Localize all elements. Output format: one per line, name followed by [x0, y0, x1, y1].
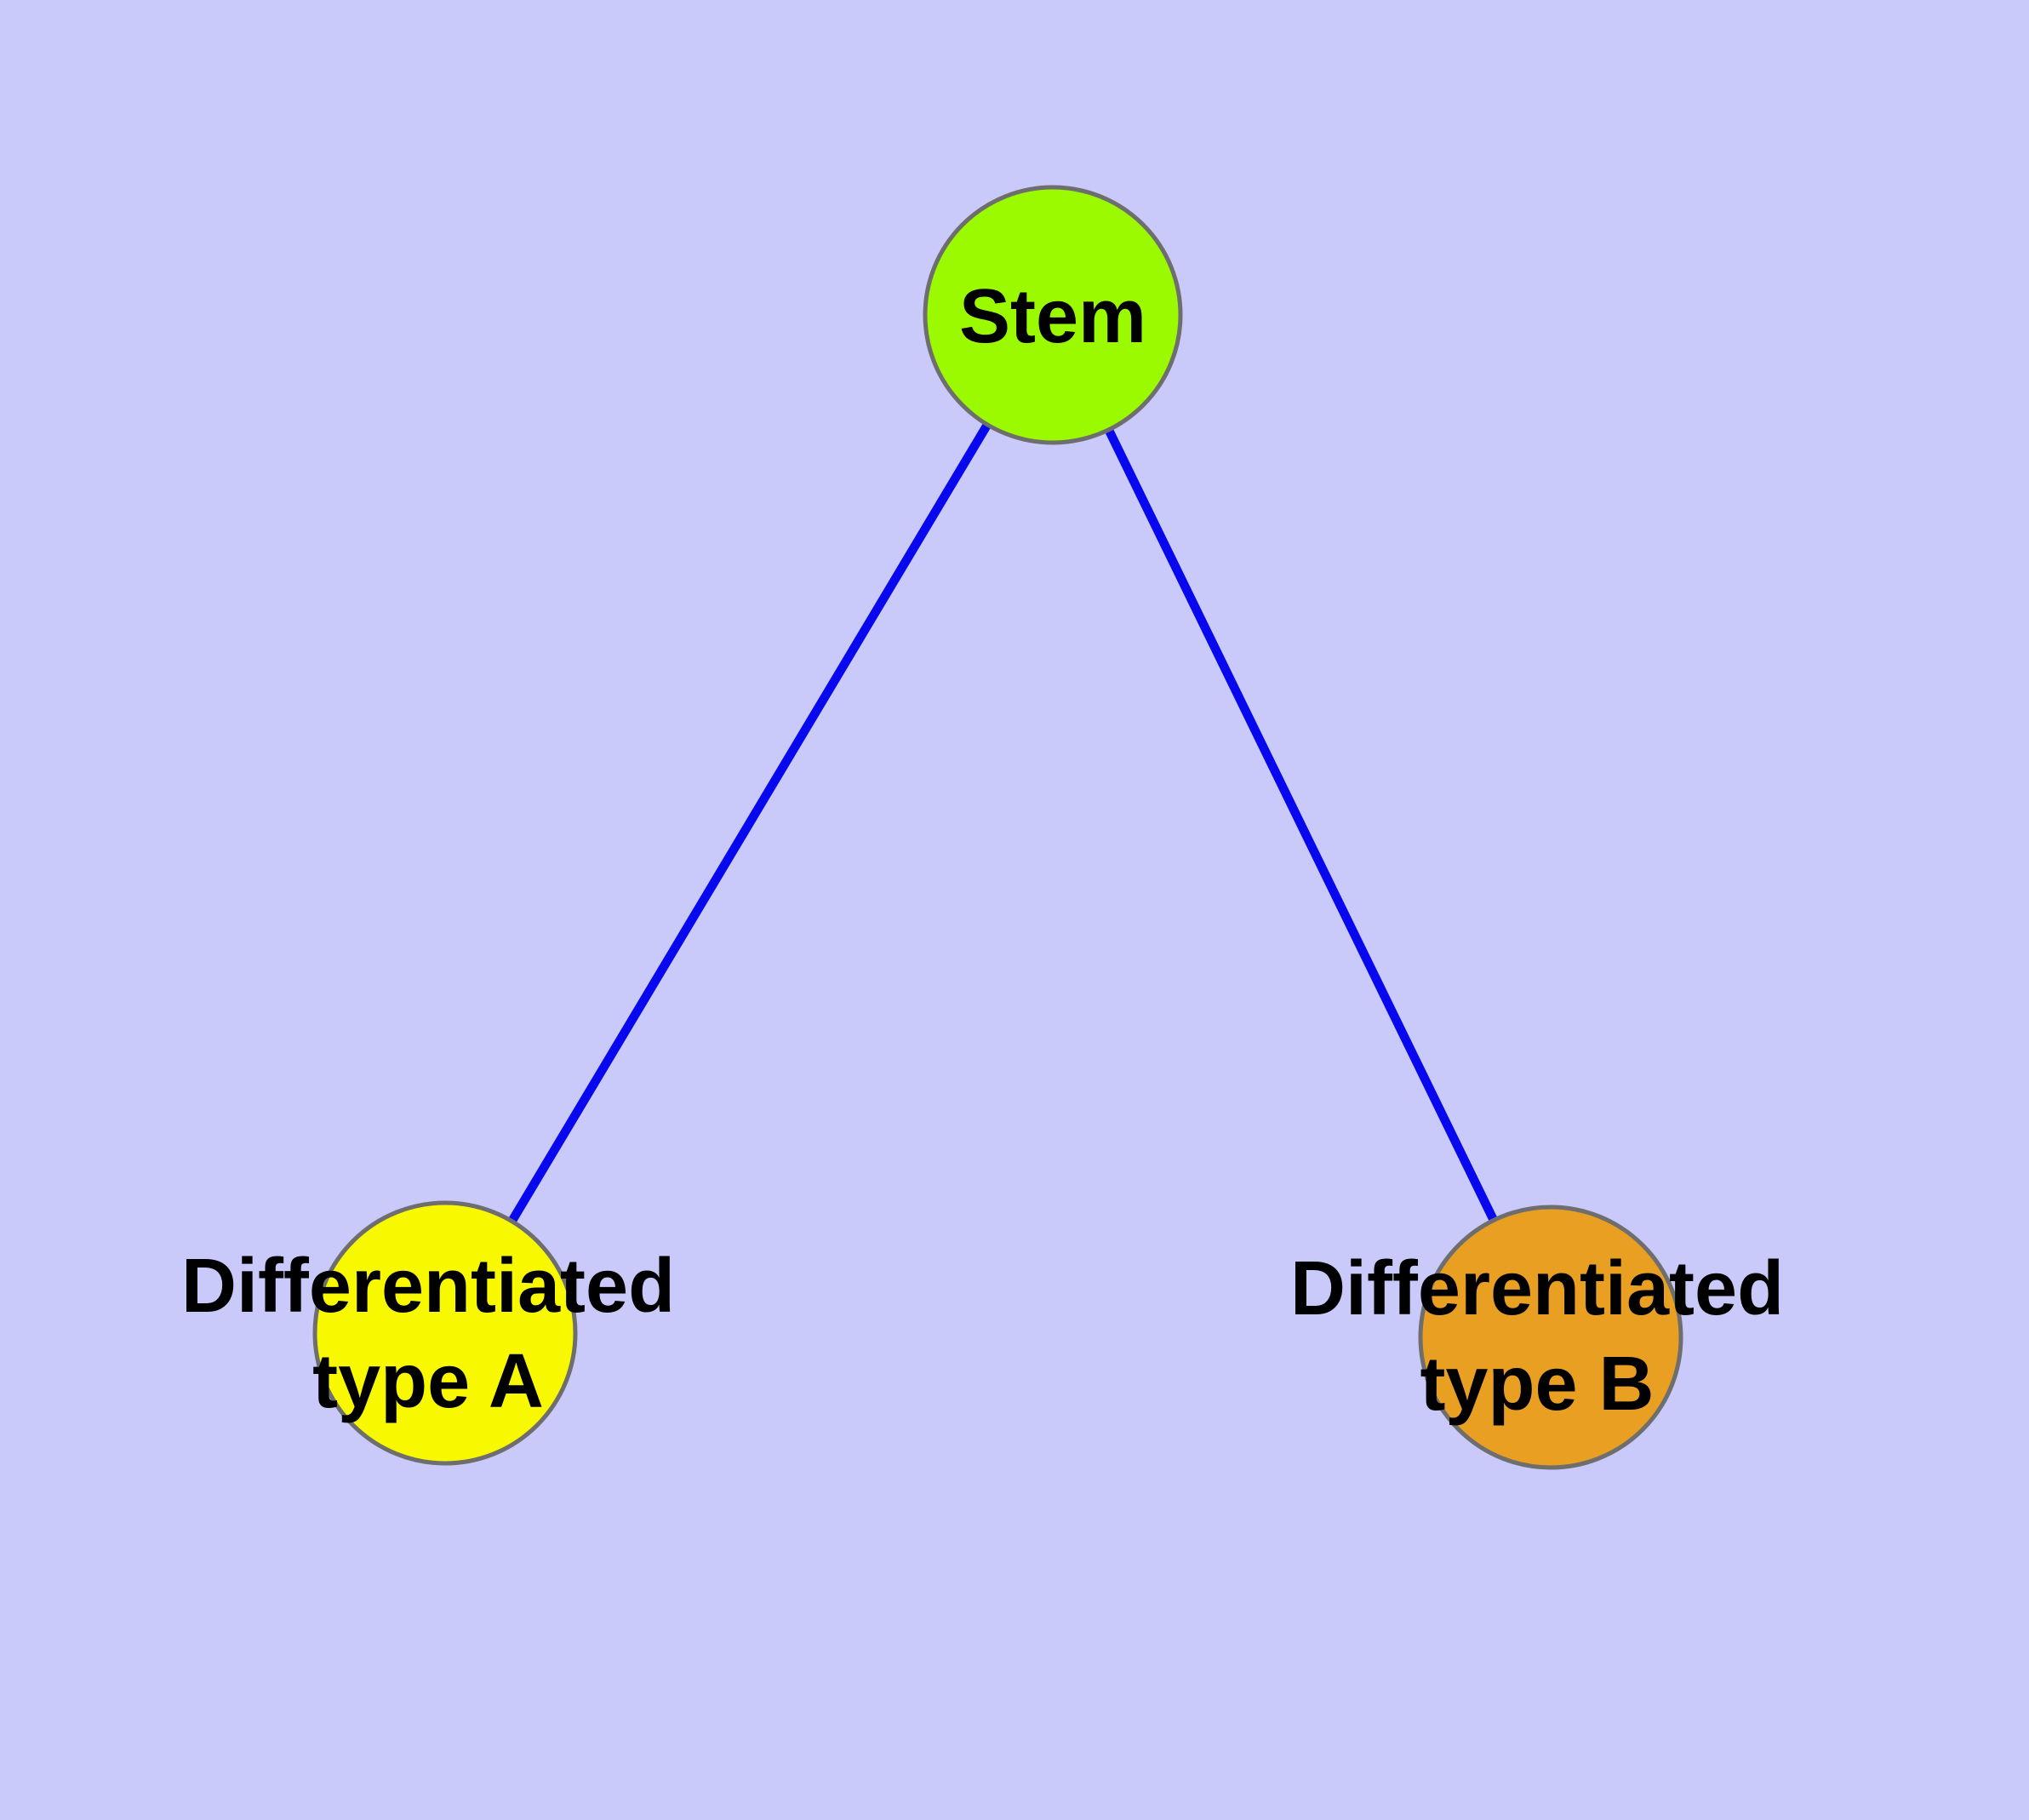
node-type-a-circle[interactable]	[312, 1200, 578, 1466]
node-stem-circle[interactable]	[923, 185, 1183, 445]
node-type-b-circle[interactable]	[1418, 1205, 1683, 1470]
edge-stem-to-type-a[interactable]	[441, 312, 1057, 1336]
edge-stem-to-type-b[interactable]	[1049, 312, 1555, 1340]
